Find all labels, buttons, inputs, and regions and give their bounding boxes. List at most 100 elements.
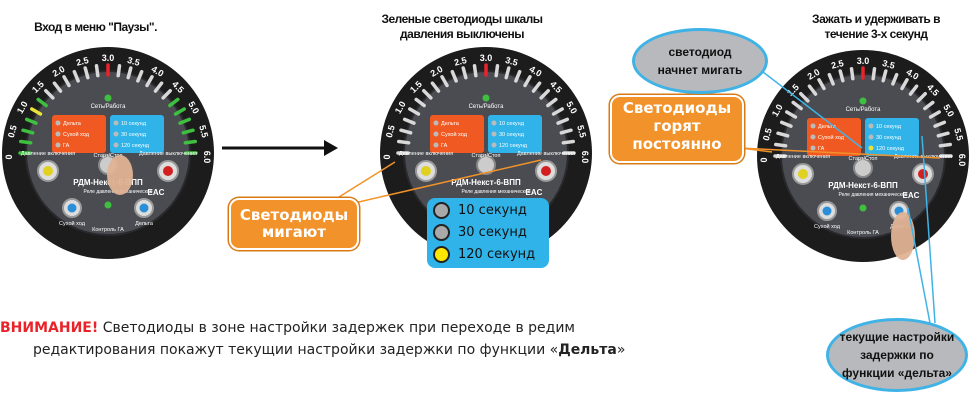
- timing-led: [491, 131, 497, 137]
- dry-run-label: Сухой ход: [59, 220, 86, 227]
- cert-mark: EAC: [903, 191, 920, 200]
- indicator-panel: [52, 115, 106, 153]
- legend-item-10s: 10 секунд: [433, 202, 527, 219]
- scale-led: [178, 117, 192, 125]
- cert-mark: EAC: [526, 188, 543, 197]
- scale-led: [414, 97, 426, 108]
- callout-current-settings-line1: текущие настройки: [839, 330, 955, 344]
- scale-led: [900, 78, 909, 91]
- scale-led: [827, 72, 835, 86]
- warning-line2-end: »: [616, 342, 626, 358]
- timing-label: 10 секунд: [499, 121, 525, 127]
- scale-led: [94, 64, 100, 78]
- timing-led: [113, 120, 119, 126]
- control-led: [859, 204, 867, 212]
- control-label: Контроль ГА: [847, 230, 879, 236]
- scale-label: 0.5: [384, 124, 397, 139]
- start-stop-button: [476, 155, 496, 175]
- timing-label: 120 секунд: [499, 143, 528, 149]
- caption-right: Зажать и удерживать в течение 3-х секунд: [796, 12, 956, 42]
- callout-current-settings-line3: функции «дельта»: [842, 366, 952, 380]
- dry-run-button-center: [822, 206, 832, 216]
- pressure-on-button-center: [421, 166, 431, 176]
- callout-leds-steady-line3: постоянно: [632, 135, 722, 153]
- pressure-off-button-center: [163, 166, 173, 176]
- led-gray-icon: [433, 202, 450, 219]
- scale-label: 3.5: [881, 58, 896, 71]
- scale-led: [402, 117, 416, 125]
- scale-led: [116, 64, 122, 78]
- scale-label: 0: [382, 154, 392, 159]
- scale-led: [36, 97, 48, 108]
- scale-led: [928, 110, 941, 119]
- indicator-led: [810, 145, 816, 151]
- scale-led: [30, 107, 43, 116]
- finger-icon: [107, 155, 133, 195]
- callout-leds-blinking-text: Светодиоды мигают: [239, 206, 349, 241]
- start-stop-label: Старт/Стоп: [849, 156, 878, 162]
- scale-label: 6.0: [957, 154, 967, 167]
- timing-label: 30 секунд: [121, 132, 147, 138]
- scale-led: [807, 84, 818, 96]
- indicator-led: [433, 142, 439, 148]
- legend-label: 120 секунд: [458, 247, 536, 262]
- led-gray-icon: [433, 224, 450, 241]
- timing-label: 120 секунд: [121, 143, 150, 149]
- scale-led: [24, 117, 38, 125]
- scale-led: [173, 107, 186, 116]
- timing-panel: [865, 118, 919, 156]
- power-led: [859, 97, 867, 105]
- power-label: Сеть/Работа: [469, 104, 504, 110]
- callout-led-will-blink: светодиод начнет мигать: [632, 28, 768, 94]
- scale-led: [938, 142, 952, 148]
- transition-arrow: [222, 140, 338, 156]
- scale-led: [44, 89, 55, 100]
- pressure-off-button-center: [541, 166, 551, 176]
- warning-line2-bold: Дельта: [558, 342, 617, 358]
- caption-right-line1: Зажать и удерживать в: [812, 12, 940, 26]
- scale-led: [136, 69, 144, 83]
- power-label: Сеть/Работа: [91, 104, 126, 110]
- scale-led: [52, 81, 63, 93]
- scale-led: [881, 69, 888, 83]
- led-yellow-icon: [433, 246, 450, 263]
- indicator-label: ГА: [818, 146, 825, 152]
- delay-legend: 10 секунд 30 секунд 120 секунд: [427, 198, 549, 268]
- scale-led: [936, 131, 950, 138]
- indicator-label: Дельта: [818, 124, 837, 130]
- finger-icon: [891, 212, 915, 260]
- scale-label: 3.0: [857, 56, 870, 66]
- scale-led: [21, 128, 35, 135]
- pressure-on-button-center: [43, 166, 53, 176]
- indicator-led: [810, 123, 816, 129]
- scale-label: 0.5: [6, 124, 19, 139]
- scale-led: [397, 139, 411, 145]
- legend-label: 30 секунд: [458, 225, 527, 240]
- scale-label: 2.5: [75, 55, 90, 68]
- timing-label: 120 секунд: [876, 146, 905, 152]
- scale-led: [551, 107, 564, 116]
- scale-led: [774, 142, 788, 148]
- scale-led: [891, 72, 899, 86]
- pressure-on-button-center: [798, 169, 808, 179]
- scale-led: [83, 66, 90, 80]
- scale-led: [776, 131, 790, 138]
- scale-led: [440, 75, 449, 88]
- scale-led: [546, 97, 558, 108]
- scale-label: 6.0: [580, 151, 590, 164]
- timing-led: [491, 120, 497, 126]
- power-led: [104, 94, 112, 102]
- warning-line1: ВНИМАНИЕ! Светодиоды в зоне настройки за…: [0, 318, 575, 339]
- timing-label: 30 секунд: [499, 132, 525, 138]
- warning-line2-text: редактирования покажут текущии настройки…: [33, 342, 559, 358]
- subtitle-label: Реле давления механическое: [462, 189, 531, 195]
- scale-led: [161, 89, 172, 100]
- scale-led: [145, 75, 154, 88]
- timing-label: 30 секунд: [876, 135, 902, 141]
- indicator-label: Дельта: [63, 121, 82, 127]
- indicator-label: ГА: [441, 143, 448, 149]
- timing-label: 10 секунд: [876, 124, 902, 130]
- delta-button-center: [139, 203, 149, 213]
